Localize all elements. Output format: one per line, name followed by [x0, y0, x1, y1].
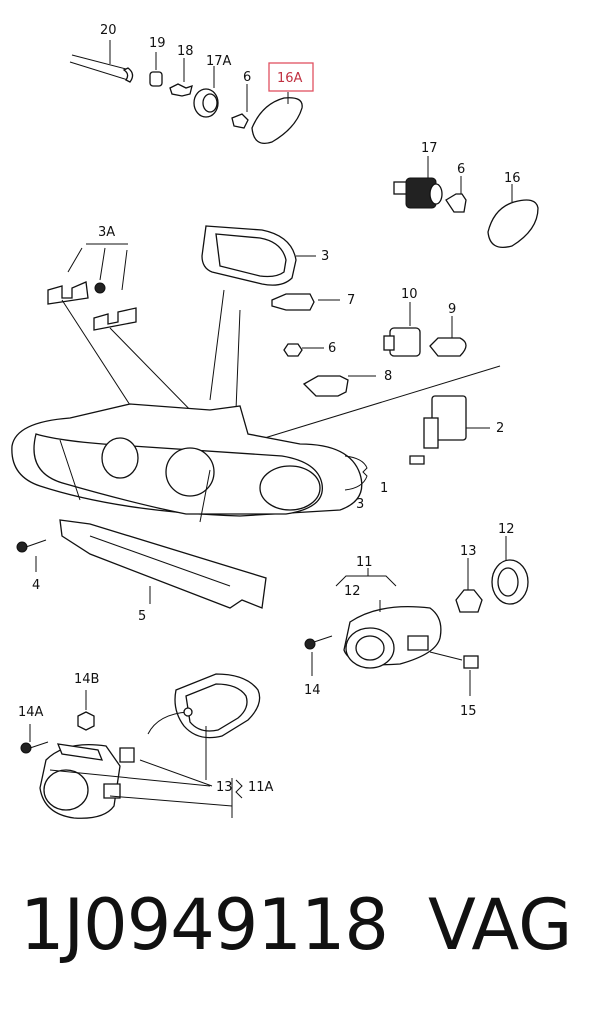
label-3A: 3A [98, 225, 115, 240]
brand-name: VAG [428, 884, 573, 966]
label-11A: 11A [248, 780, 274, 795]
label-6-right: 6 [457, 162, 465, 177]
label-14: 14 [304, 683, 321, 698]
label-3: 3 [321, 249, 329, 264]
part-4-screw [16, 539, 47, 572]
label-14A: 14A [18, 705, 44, 720]
label-13-right: 13 [460, 544, 477, 559]
label-14B: 14B [74, 672, 99, 687]
part-16A-highlight-box [268, 62, 314, 92]
part-19-grommet [149, 52, 163, 87]
label-5: 5 [138, 609, 146, 624]
part-11-fog-lamp [343, 600, 442, 669]
part-10-socket [383, 302, 421, 357]
label-1: 1 [380, 481, 388, 496]
label-9: 9 [448, 302, 456, 317]
label-7: 7 [347, 293, 355, 308]
part-6-bulb-top [231, 84, 249, 129]
part-9-bulb [429, 316, 467, 357]
part-16A-side-lamp [251, 92, 303, 145]
part-5-trim-panel [59, 519, 267, 609]
part-17-socket [393, 156, 443, 209]
label-8: 8 [384, 369, 392, 384]
label-2: 2 [496, 421, 504, 436]
label-16A: 16A [277, 71, 303, 86]
part-14B-nut [77, 690, 95, 731]
label-20: 20 [100, 23, 117, 38]
label-16: 16 [504, 171, 521, 186]
label-13-lower: 13 [216, 780, 233, 795]
part-8-bulb [302, 375, 376, 397]
label-3-lower: 3 [356, 497, 364, 512]
label-17A: 17A [206, 54, 232, 69]
part-14A-screw [20, 724, 49, 754]
label-12-left: 12 [344, 584, 361, 599]
part-13-bulb [455, 558, 483, 613]
label-19: 19 [149, 36, 166, 51]
bracket-11A [235, 779, 243, 799]
label-6-mid: 6 [328, 341, 336, 356]
part-6-bulb-right [445, 176, 467, 213]
part-3-housing-gasket [201, 225, 316, 411]
label-11: 11 [356, 555, 373, 570]
part-number: 1J0949118 [20, 884, 389, 966]
part-15-clip [429, 651, 479, 696]
part-3A-brackets [47, 243, 201, 421]
exploded-parts-diagram: 20 19 18 17A 6 16A 17 6 16 [11, 23, 539, 819]
part-20-cable [69, 40, 134, 83]
label-18: 18 [177, 44, 194, 59]
part-7-bulb [271, 293, 340, 311]
part-18-terminal [169, 58, 193, 97]
part-1-headlamp [11, 403, 368, 523]
label-12-right: 12 [498, 522, 515, 537]
part-11A-fog-lamp [39, 673, 261, 819]
part-14-screw [304, 635, 333, 676]
label-4: 4 [32, 578, 40, 593]
part-16-side-lamp [487, 184, 539, 249]
part-2-actuator [409, 395, 490, 465]
label-10: 10 [401, 287, 418, 302]
part-6-bulb-mid [283, 343, 324, 357]
label-6-top: 6 [243, 70, 251, 85]
label-15: 15 [460, 704, 477, 719]
part-12-seal [491, 536, 529, 605]
part-17A-socket [193, 66, 219, 118]
leader-line-right [257, 365, 501, 441]
bracket-11 [335, 575, 397, 587]
label-17: 17 [421, 141, 438, 156]
